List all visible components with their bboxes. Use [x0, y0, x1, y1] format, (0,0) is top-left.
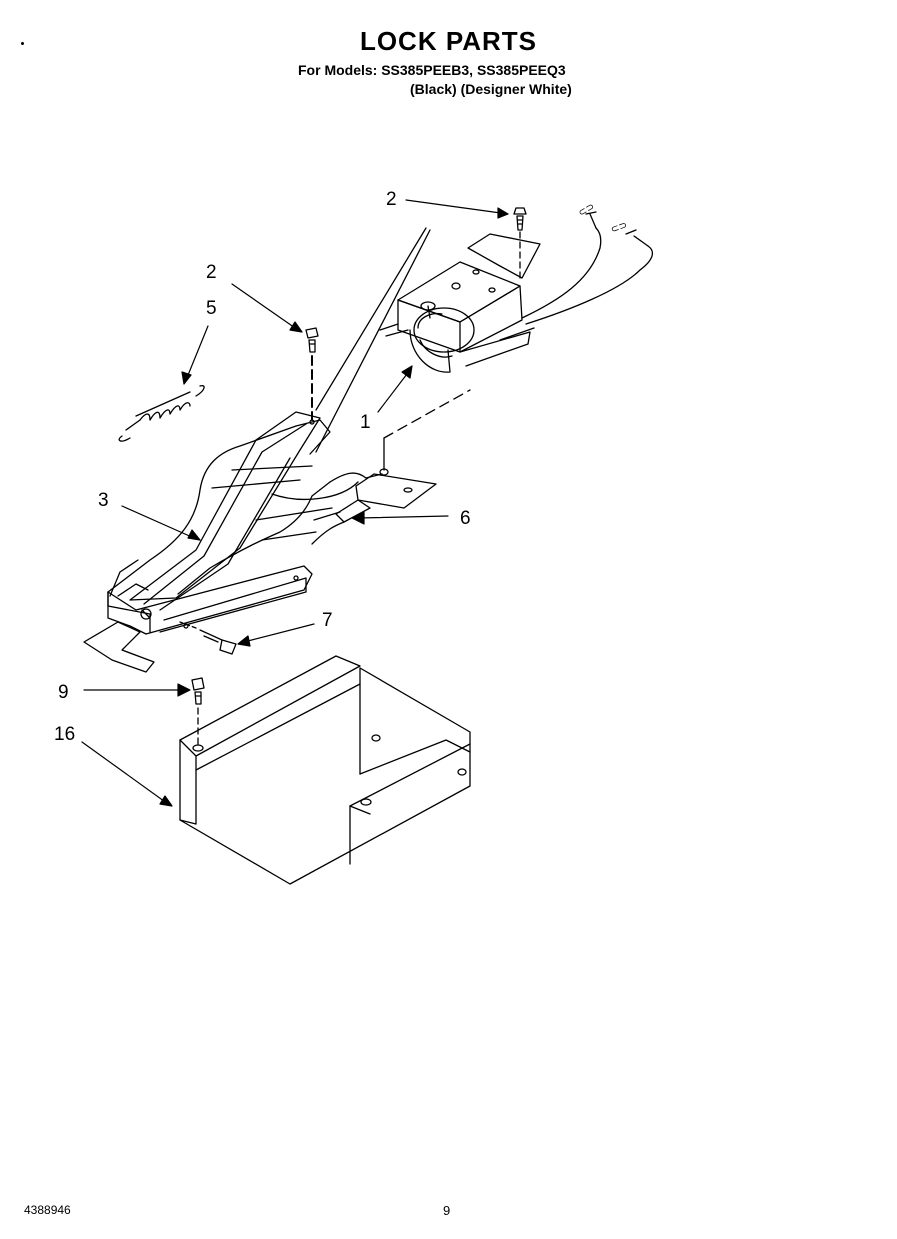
callout-6: 6 — [460, 508, 471, 529]
lock-motor-assembly: ⊂⊃ ⊂⊃ — [379, 201, 653, 373]
lock-cover — [179, 655, 471, 885]
callout-2-left: 2 — [206, 262, 217, 283]
color-variants: (Black) (Designer White) — [410, 81, 572, 97]
models-subtitle: For Models: SS385PEEB3, SS385PEEQ3 — [298, 62, 566, 78]
screw-top-right — [513, 207, 527, 279]
callout-3: 3 — [98, 490, 109, 511]
callout-7: 7 — [322, 610, 333, 631]
scan-dot — [21, 42, 24, 45]
callout-numbers: 2 2 5 1 3 6 7 9 16 — [54, 189, 471, 745]
screw-upper-left — [305, 327, 319, 421]
callout-1: 1 — [360, 412, 371, 433]
lock-bracket — [83, 227, 471, 673]
callout-9: 9 — [58, 682, 69, 703]
page-number: 9 — [443, 1203, 451, 1218]
callout-2-right: 2 — [386, 189, 397, 210]
screw-lower — [179, 621, 237, 655]
document-number: 4388946 — [24, 1203, 71, 1217]
callout-16: 16 — [54, 724, 75, 745]
page-title: LOCK PARTS — [359, 26, 538, 56]
callout-5: 5 — [206, 298, 217, 319]
svg-text:⊂⊃: ⊂⊃ — [577, 201, 597, 219]
svg-text:⊂⊃: ⊂⊃ — [609, 220, 629, 236]
leader-lines — [81, 199, 509, 807]
screw-cover — [191, 677, 205, 745]
spring — [118, 384, 205, 442]
